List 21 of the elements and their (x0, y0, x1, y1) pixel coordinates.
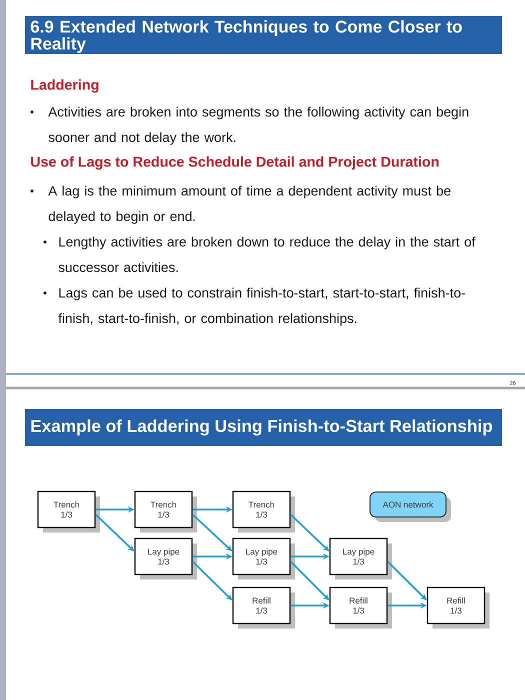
activity-box: Lay pipe 1/3 (232, 538, 295, 580)
bullet-text: Activities are broken into segments so the following activity can begin sooner and not delay the work. (48, 106, 468, 145)
activity-box: Trench 1/3 (232, 490, 295, 532)
arrow (386, 560, 427, 600)
arrow (192, 560, 232, 600)
section-heading: Use of Lags to Reduce Schedule Detail and Project Duration (31, 156, 439, 170)
arrow (290, 560, 330, 600)
activity-box: Refill 1/3 (329, 586, 392, 628)
network-tag: AON network (370, 492, 451, 522)
bullet-text: Lags can be used to constrain finish-to-start, start-to-start, finish-to-finish, start-to-finish, or combination relationships. (58, 288, 465, 326)
title-band: 6.9 Extended Network Techniques to Come Closer to Reality (25, 16, 502, 54)
activity-box: Refill 1/3 (426, 586, 490, 628)
activity-box: Trench 1/3 (134, 490, 197, 532)
bullet-text: A lag is the minimum amount of time a dependent activity must be delayed to begin or end. (48, 186, 450, 224)
section-heading: Laddering (31, 79, 98, 93)
bullet-text: Lengthy activities are broken down to reduce the delay in the start of successor activities. (58, 236, 476, 272)
activity-box: Trench 1/3 (37, 490, 100, 532)
activity-box: Refill 1/3 (232, 586, 295, 628)
activity-box: Lay pipe 1/3 (134, 538, 197, 580)
title-band: Example of Laddering Using Finish-to-Start Relationship (25, 409, 502, 446)
activity-box: Lay pipe 1/3 (329, 538, 392, 580)
